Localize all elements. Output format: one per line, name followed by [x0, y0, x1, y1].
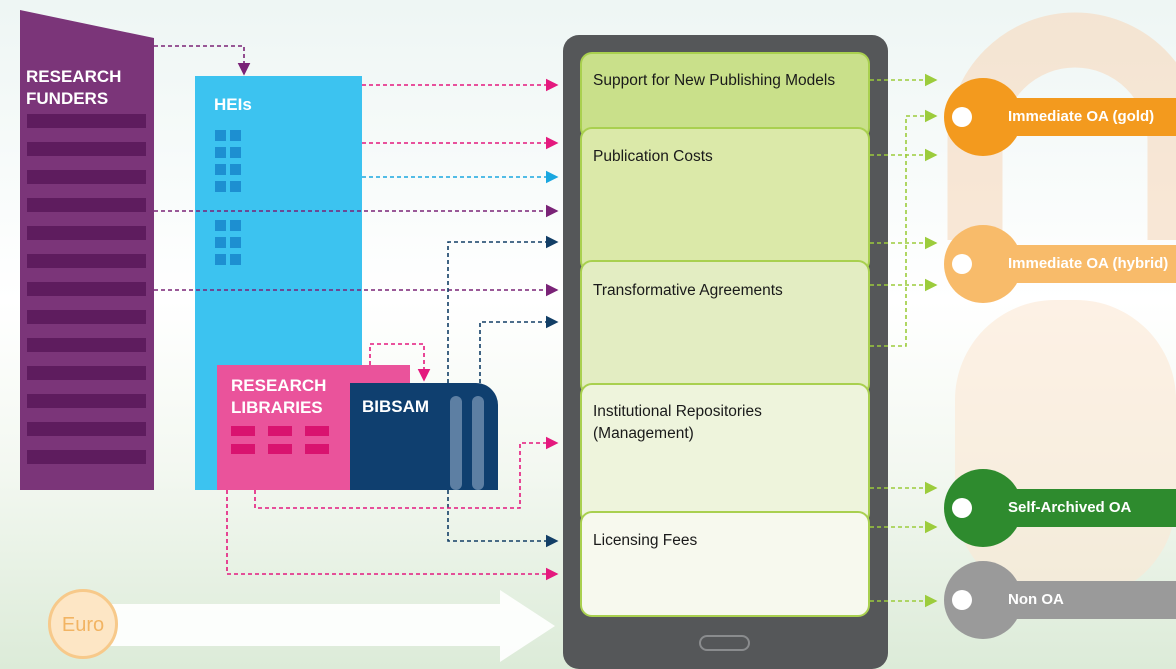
key-self-archived-oa: Self-Archived OA [944, 469, 1176, 547]
section-label-ir-line2: (Management) [593, 425, 694, 442]
key-non-oa-hole [952, 590, 972, 610]
research-libraries-label-line2: LIBRARIES [231, 398, 323, 417]
key-immediate-oa-hybrid: Immediate OA (hybrid) [944, 225, 1176, 303]
key-immediate-oa-gold: Immediate OA (gold) [944, 78, 1176, 156]
key-non-oa-label: Non OA [1008, 591, 1064, 608]
key-self-archived-hole [952, 498, 972, 518]
section-label-support-new-models: Support for New Publishing Models [593, 72, 836, 89]
heis-label: HEIs [214, 95, 252, 114]
key-gold-shaft [984, 98, 1176, 136]
key-self-archived-shaft [984, 489, 1176, 527]
bibsam-label: BIBSAM [362, 397, 430, 416]
tablet-section-support-new-models: Support for New Publishing Models [580, 52, 870, 140]
section-label-ir-line1: Institutional Repositories [593, 403, 762, 420]
key-gold-label: Immediate OA (gold) [1008, 108, 1155, 125]
key-hybrid-shaft [984, 245, 1176, 283]
key-non-oa-shaft [984, 581, 1176, 619]
euro-coin: Euro [48, 589, 118, 659]
key-self-archived-label: Self-Archived OA [1008, 499, 1132, 516]
key-hybrid-hole [952, 254, 972, 274]
tablet-section-licensing-fees: Licensing Fees [580, 511, 870, 617]
section-label-institutional-repositories: Institutional Repositories (Management) [593, 401, 762, 445]
key-hybrid-label: Immediate OA (hybrid) [1008, 255, 1169, 272]
research-libraries-label-line1: RESEARCH [231, 376, 327, 395]
euro-label: Euro [61, 614, 105, 636]
section-label-transformative-agreements: Transformative Agreements [593, 282, 783, 299]
section-label-publication-costs: Publication Costs [593, 148, 713, 165]
research-funders-label-line1: RESEARCH [26, 67, 122, 86]
tablet-section-publication-costs: Publication Costs [580, 127, 870, 273]
research-libraries-label: RESEARCH LIBRARIES [231, 375, 326, 419]
research-funders-label-line2: FUNDERS [26, 89, 109, 108]
section-label-licensing-fees: Licensing Fees [593, 532, 698, 549]
tablet-section-transformative-agreements: Transformative Agreements [580, 260, 870, 396]
key-gold-hole [952, 107, 972, 127]
tablet-home-button [699, 635, 750, 651]
key-non-oa: Non OA [944, 561, 1176, 639]
research-funders-label: RESEARCH FUNDERS [26, 66, 121, 110]
